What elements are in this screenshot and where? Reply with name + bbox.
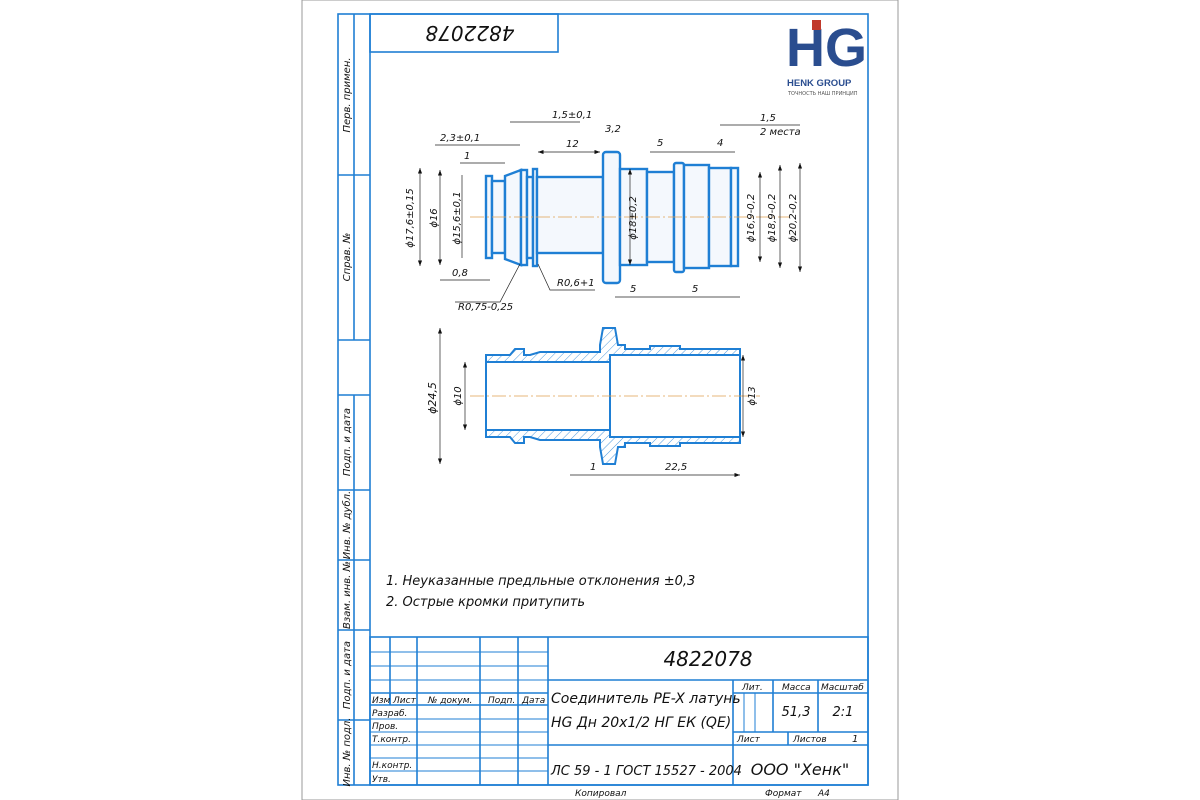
title-block: Изм Лист № докум. Подп. Дата Разраб. Про… bbox=[369, 636, 869, 799]
dim-label: 3,2 bbox=[605, 124, 621, 135]
dim-label: ϕ16 bbox=[429, 208, 440, 227]
dim-label: 1 bbox=[590, 462, 596, 473]
part-side-view: ϕ17,6±0,15 ϕ16 ϕ15,6±0,1 ϕ18±0,2 ϕ16,9-0… bbox=[405, 110, 803, 313]
dim-label: R0,6+1 bbox=[557, 278, 595, 289]
role-label: Пров. bbox=[372, 722, 398, 732]
role-label: Т.контр. bbox=[372, 735, 411, 745]
dim-label: 1,5±0,1 bbox=[552, 110, 592, 121]
material: ЛС 59 - 1 ГОСТ 15527 - 2004 bbox=[550, 764, 742, 779]
side-label: Инв. № подл. bbox=[342, 718, 353, 787]
part-name-2: HG Дн 20х1/2 НГ ЕК (QE) bbox=[551, 715, 731, 731]
dim-label: ϕ13 bbox=[747, 386, 758, 405]
dim-label: 5 bbox=[692, 284, 698, 295]
sheet-label: Лист bbox=[736, 735, 761, 745]
dim-label: ϕ24,5 bbox=[426, 382, 439, 414]
note-1: 1. Неуказанные предльные отклонения ±0,3 bbox=[386, 574, 695, 589]
dim-label: 1,5 bbox=[760, 113, 776, 124]
format-label: Формат bbox=[765, 789, 802, 799]
logo-mark: HG bbox=[786, 18, 867, 78]
side-label: Подп. и дата bbox=[342, 408, 353, 476]
header-list: Лист bbox=[392, 696, 417, 706]
side-label: Инв. № дубл. bbox=[341, 491, 353, 559]
logo-accent bbox=[812, 20, 821, 30]
dim-label: 12 bbox=[566, 139, 579, 150]
part-name: Соединитель PE-X латунь bbox=[551, 691, 741, 707]
dim-label: 5 bbox=[657, 138, 663, 149]
dim-label: ϕ20,2-0,2 bbox=[788, 194, 799, 242]
mass-label: Масса bbox=[782, 683, 811, 693]
dim-label: 2 места bbox=[760, 127, 801, 138]
format-value: A4 bbox=[817, 789, 830, 799]
role-label: Н.контр. bbox=[372, 761, 412, 771]
henk-group-logo: HG HENK GROUP ТОЧНОСТЬ НАШ ПРИНЦИП bbox=[786, 18, 867, 97]
dim-label: R0,75-0,25 bbox=[458, 302, 513, 313]
mass-value: 51,3 bbox=[782, 705, 811, 720]
scale-label: Масштаб bbox=[821, 683, 864, 693]
lit-label: Лит. bbox=[741, 683, 763, 693]
dim-label: ϕ15,6±0,1 bbox=[452, 191, 463, 244]
dim-label: 0,8 bbox=[452, 268, 468, 279]
dim-label: 5 bbox=[630, 284, 636, 295]
header-date: Дата bbox=[521, 696, 545, 706]
side-label: Взам. инв. № bbox=[342, 561, 353, 629]
side-label: Подп. и дата bbox=[342, 641, 353, 709]
side-label: Справ. № bbox=[342, 233, 353, 282]
dim-label: ϕ17,6±0,15 bbox=[405, 188, 416, 248]
logo-name: HENK GROUP bbox=[787, 78, 852, 89]
note-2: 2. Острые кромки притупить bbox=[386, 595, 585, 610]
header-izm: Изм bbox=[372, 696, 391, 706]
scale-value: 2:1 bbox=[833, 705, 854, 720]
role-label: Разраб. bbox=[372, 709, 407, 719]
side-column: Перв. примен. Справ. № Подп. и дата Инв.… bbox=[338, 14, 370, 787]
header-doc: № докум. bbox=[427, 696, 472, 706]
copied-label: Копировал bbox=[575, 789, 627, 799]
drawing-number: 4822078 bbox=[663, 647, 752, 671]
header-sign: Подп. bbox=[488, 696, 515, 706]
rotated-drawing-number: 4822078 bbox=[425, 21, 514, 45]
role-label: Утв. bbox=[372, 775, 391, 785]
part-section-view: ϕ24,5 ϕ10 ϕ13 1 22,5 bbox=[426, 327, 760, 478]
dim-label: ϕ16,9-0,2 bbox=[746, 194, 757, 242]
sheets-label: Листов bbox=[792, 735, 827, 745]
dim-label: 22,5 bbox=[665, 462, 687, 473]
dim-label: ϕ18±0,2 bbox=[628, 196, 639, 240]
logo-tagline: ТОЧНОСТЬ НАШ ПРИНЦИП bbox=[787, 91, 858, 97]
company: ООО "Хенк" bbox=[751, 760, 850, 779]
dim-label: 1 bbox=[464, 151, 470, 162]
sheets-value: 1 bbox=[852, 734, 858, 745]
dim-label: ϕ18,9-0,2 bbox=[767, 194, 778, 242]
dim-label: 4 bbox=[717, 138, 723, 149]
dim-label: 2,3±0,1 bbox=[440, 133, 480, 144]
paper bbox=[301, 0, 899, 800]
dim-label: ϕ10 bbox=[453, 386, 464, 405]
side-label: Перв. примен. bbox=[342, 57, 353, 132]
